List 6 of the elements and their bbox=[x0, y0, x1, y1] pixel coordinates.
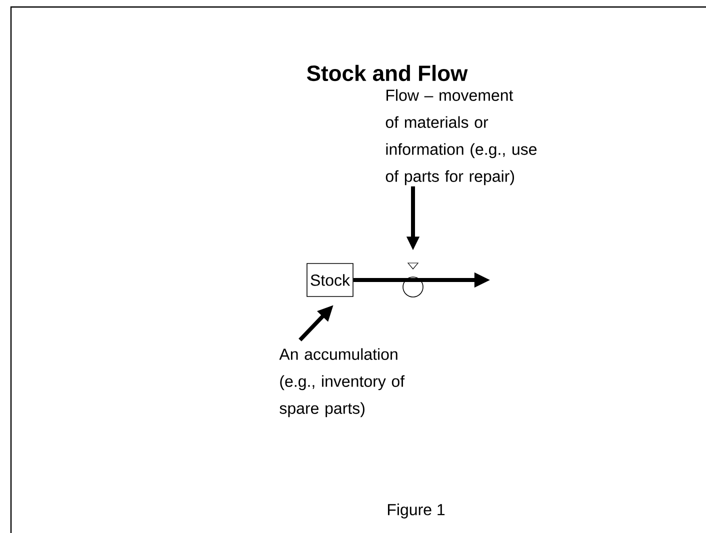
caption: Figure 1 bbox=[388, 504, 445, 518]
stock-box: Stock bbox=[306, 263, 354, 297]
annotation-text: An accumulation (e.g., inventory of spare parts) bbox=[279, 348, 405, 418]
annotation-text: Flow – movement of materials or information (e.g., use of parts for repair) bbox=[386, 89, 537, 186]
title: Stock and Flow bbox=[306, 64, 468, 82]
valve-symbol bbox=[402, 262, 424, 298]
